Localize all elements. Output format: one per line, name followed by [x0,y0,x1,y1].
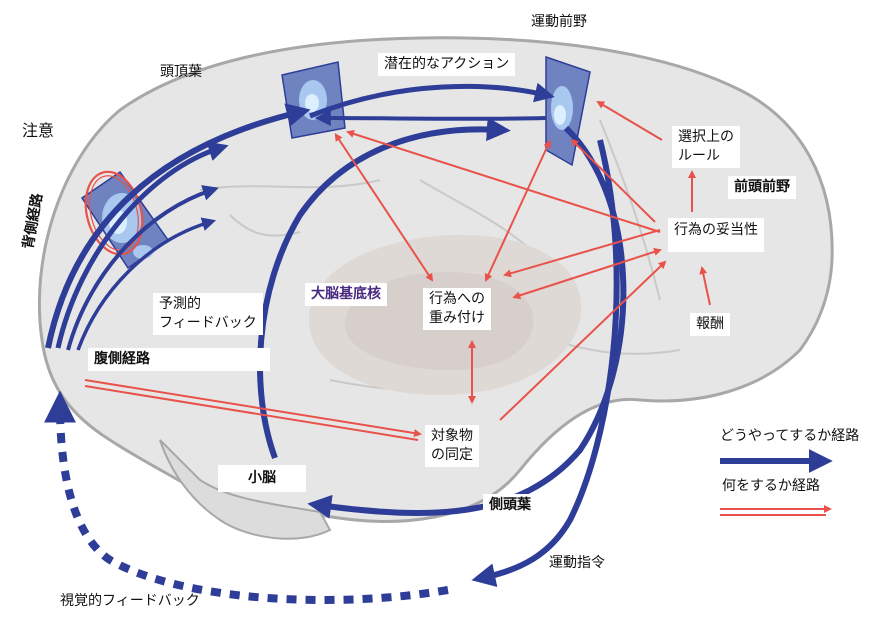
label-predictive-feedback: 予測的 フィードバック [153,293,263,335]
parietal-patch-icon [281,61,346,139]
label-action-appropriateness: 行為の妥当性 [668,218,764,252]
cerebellum-shape [159,439,332,540]
label-motor-command: 運動指令 [549,555,605,571]
label-object-identification: 対象物 の同定 [425,425,479,467]
legend-how-label: どうやってするか経路 [720,428,860,444]
label-selection-rules: 選択上の ルール [672,126,740,168]
dorsal-pathway-arrows [45,82,555,351]
label-visual-feedback: 視覚的フィードバック [60,593,200,609]
label-cerebellum: 小脳 [218,465,306,492]
label-premotor-cortex: 運動前野 [531,14,587,30]
label-potential-actions: 潜在的なアクション [378,53,516,76]
label-reward: 報酬 [690,313,730,336]
red-pathway-arrows [84,100,711,441]
label-temporal-lobe: 側頭葉 [483,494,537,517]
label-attention: 注意 [22,121,55,140]
label-basal-ganglia: 大脳基底核 [305,283,387,306]
legend-what-label: 何をするか経路 [722,478,820,494]
premotor-patch-icon [545,55,591,167]
label-action-weighting: 行為への 重み付け [423,288,491,330]
label-parietal-lobe: 頭頂葉 [160,64,202,80]
legend-what-arrow [720,505,832,516]
label-ventral-pathway: 腹側経路 [88,348,270,371]
label-prefrontal-cortex: 前頭前野 [728,176,796,199]
visual-feedback-arrow [44,390,449,604]
